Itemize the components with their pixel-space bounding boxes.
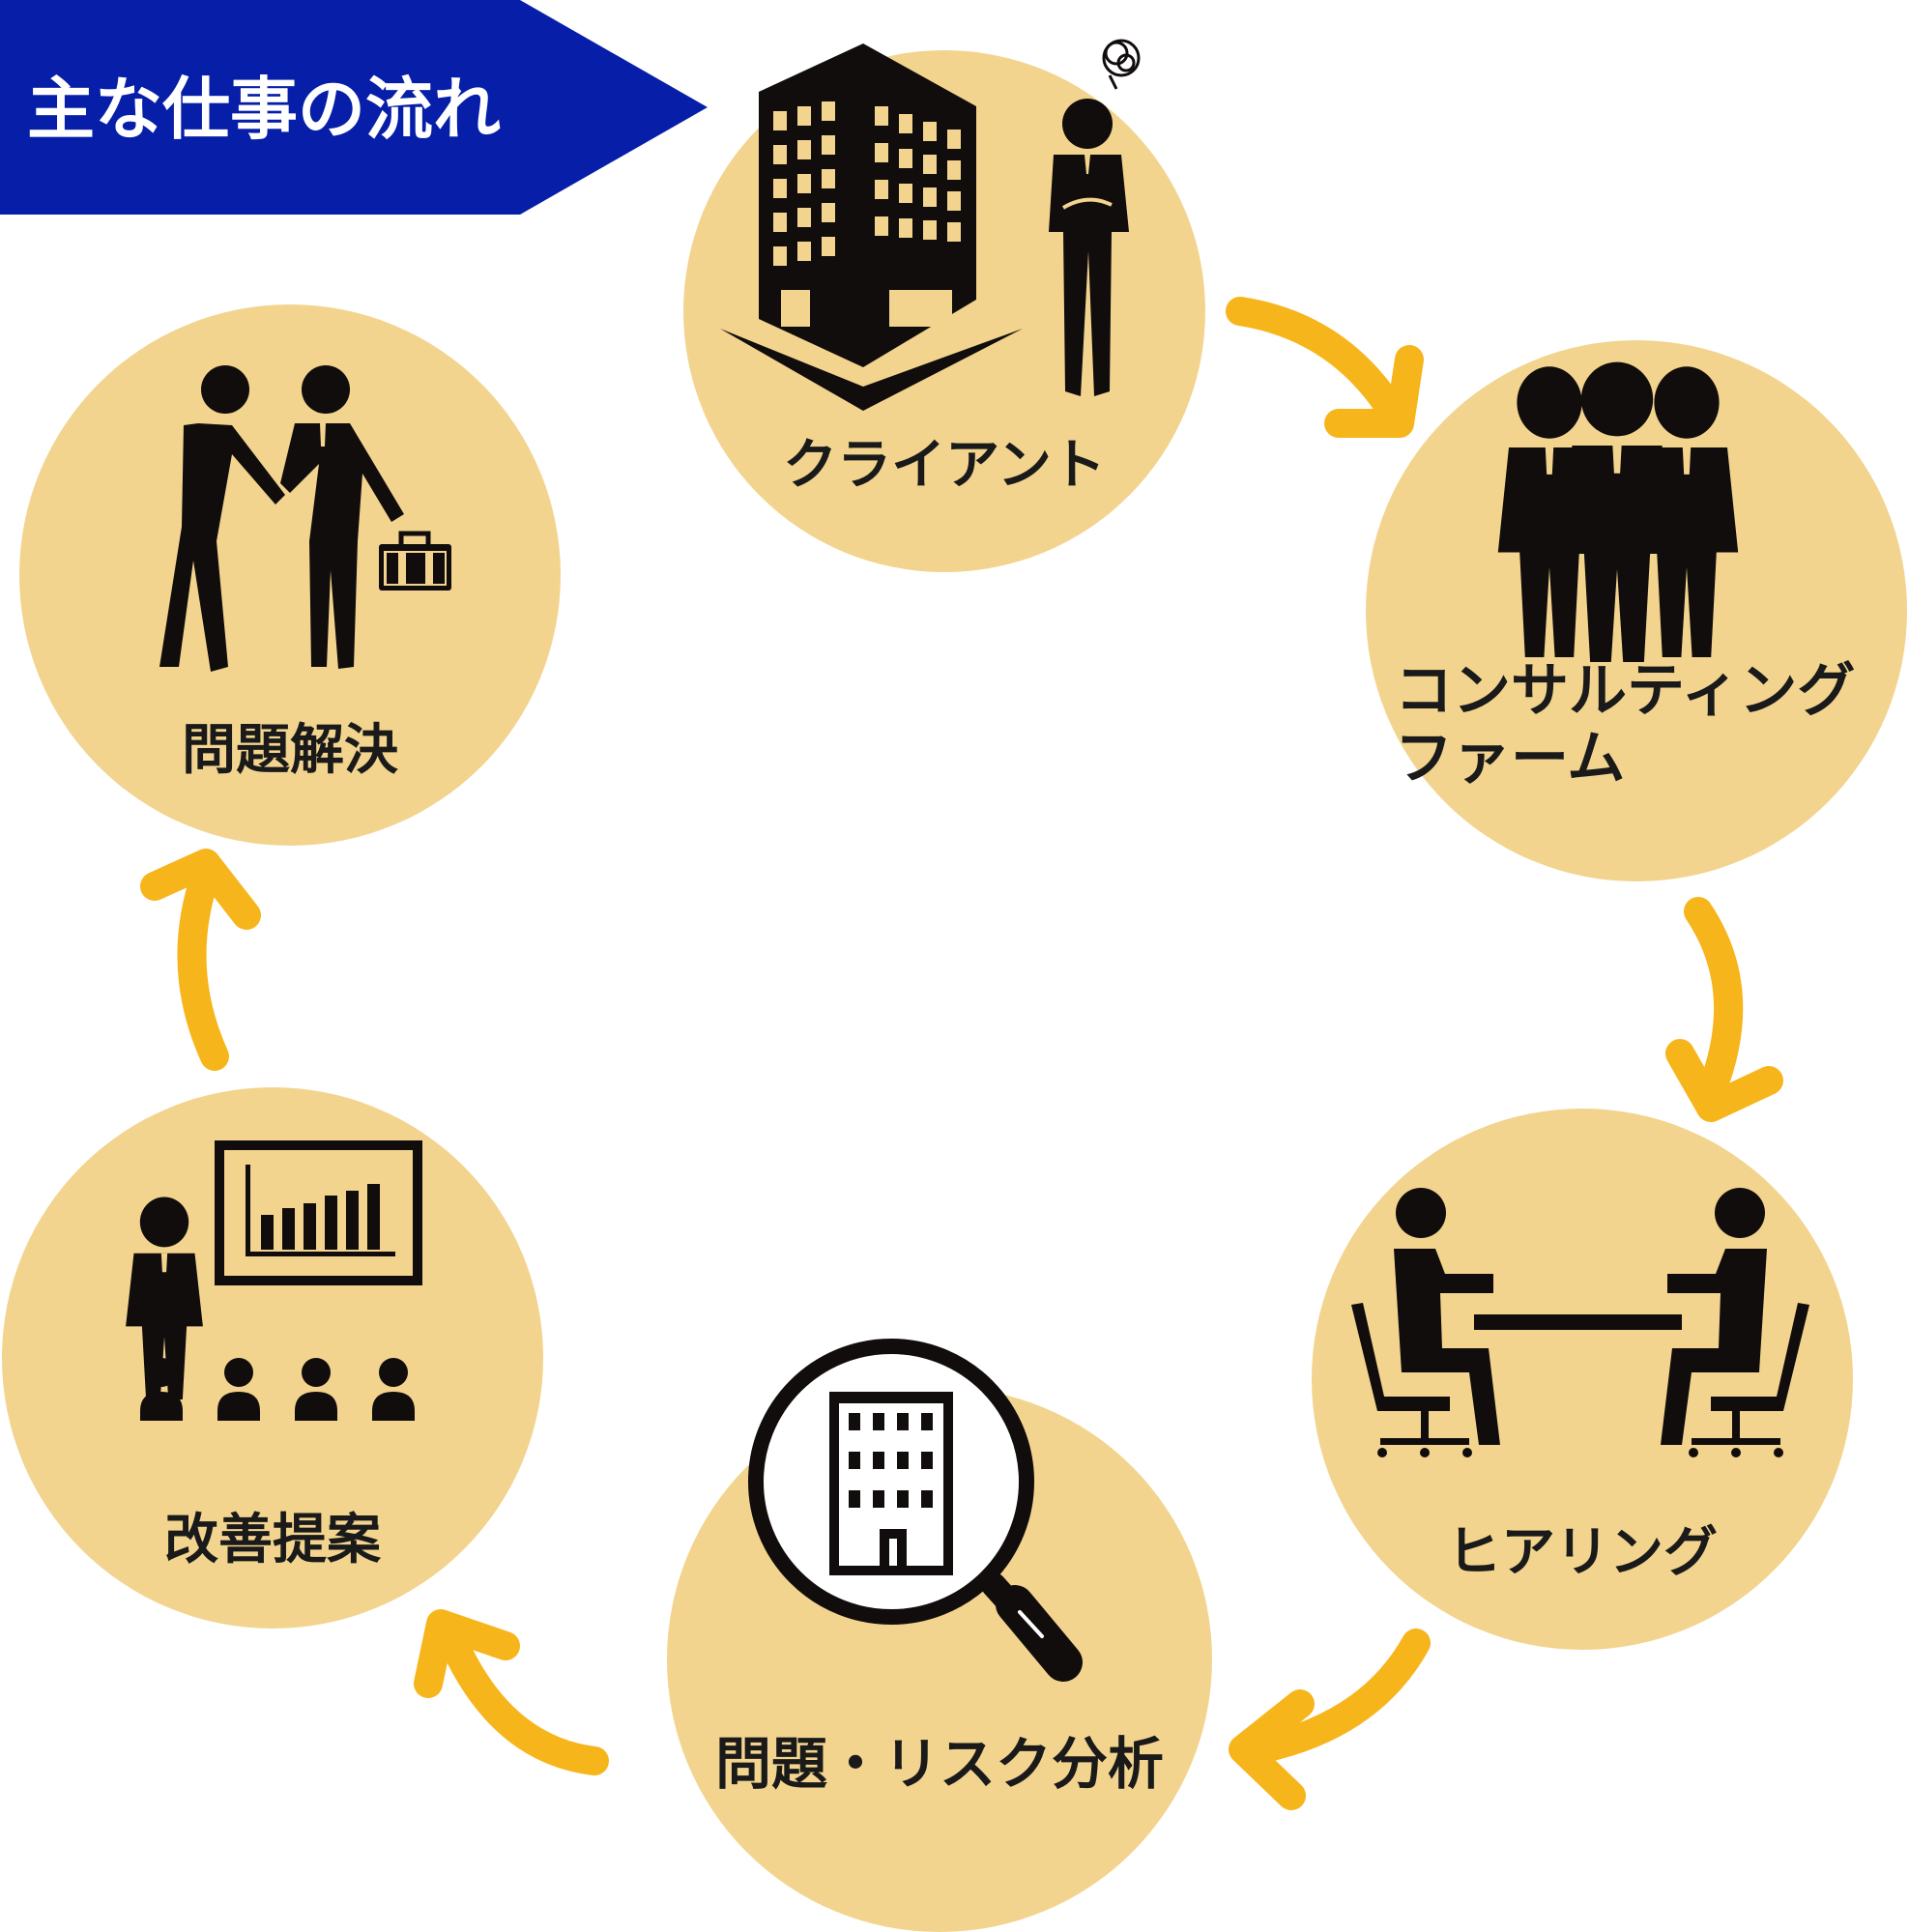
step-label: ヒアリング [1447,1521,1718,1584]
arrow-2 [1665,897,1783,1122]
step-label: 改善提案 [164,1509,382,1572]
step-circle [19,304,561,846]
step-label: 問題・リスク分析 [715,1731,1164,1797]
flow-arrows [140,297,1783,1810]
page-title: 主な仕事の流れ [27,70,501,149]
office-building-and-troubled-client-icon [720,39,1141,411]
step-consulting-firm: コンサルティング ファーム [1366,340,1907,881]
title-banner: 主な仕事の流れ [0,0,708,215]
magnifier-building-icon [748,1339,1083,1682]
step-label-line-1: コンサルティング [1395,657,1855,725]
arrow-4 [414,1609,609,1775]
step-hearing: ヒアリング [1312,1109,1853,1650]
step-label-line-2: ファーム [1395,725,1625,793]
step-circle [1312,1109,1853,1650]
step-label: クライアント [783,434,1106,497]
presentation-audience-icon [126,1140,422,1421]
step-label: 問題解決 [182,719,398,782]
arrow-5 [140,849,261,1071]
arrow-1 [1226,297,1424,438]
step-risk-analysis: 問題・リスク分析 [667,1339,1212,1932]
step-improvement-proposal: 改善提案 [2,1087,543,1629]
handshake-icon [159,365,451,672]
banner-shape [0,0,708,215]
step-problem-solved: 問題解決 [19,304,561,846]
step-client: クライアント [683,39,1205,572]
arrow-3 [1229,1629,1431,1810]
meeting-table-icon [1351,1188,1809,1457]
